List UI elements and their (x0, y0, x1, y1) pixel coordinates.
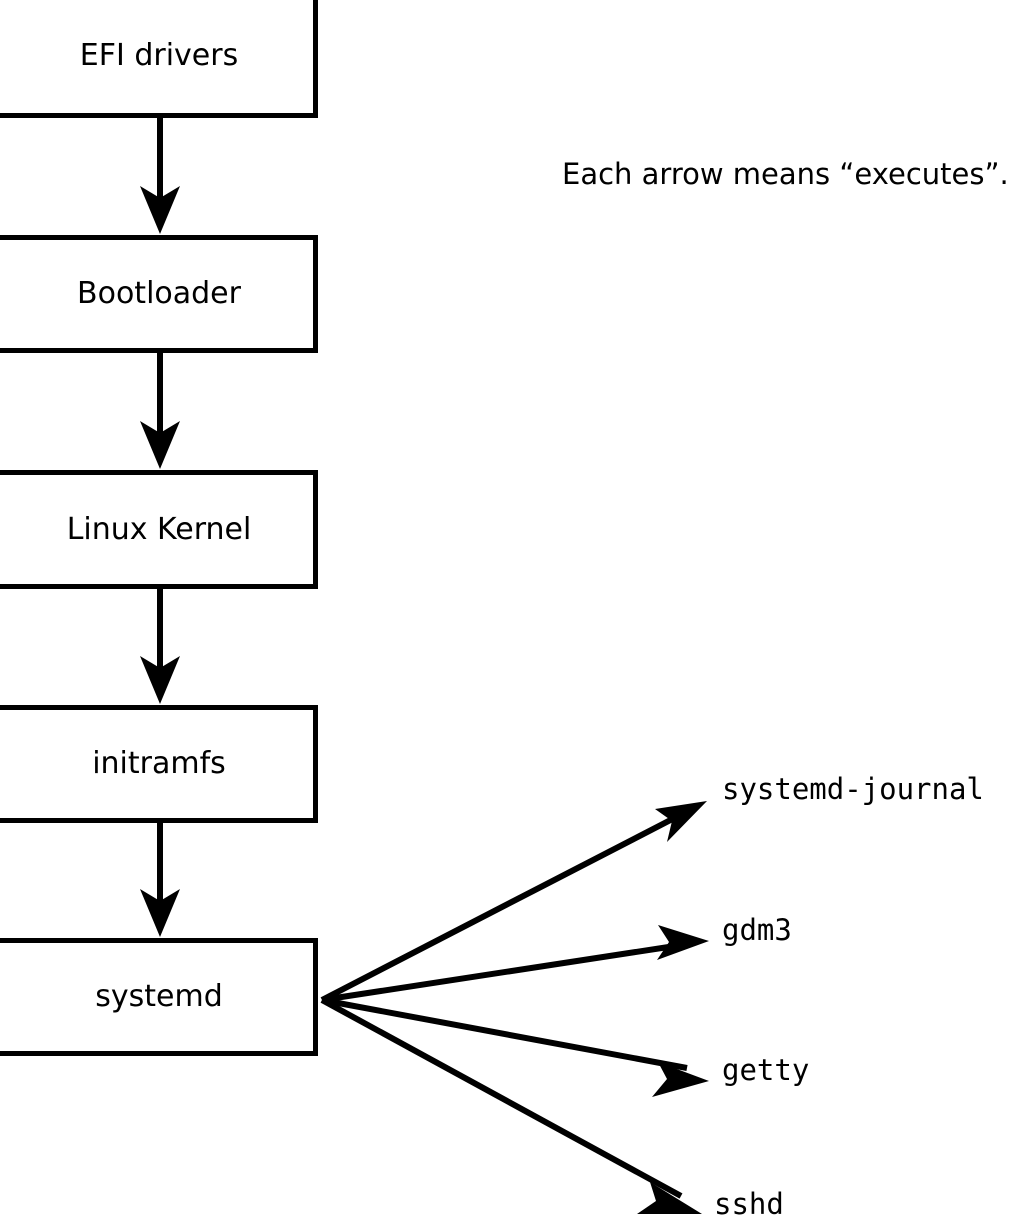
service-arrow-sshd (320, 997, 702, 1214)
service-label-getty: getty (722, 1053, 810, 1087)
node-label-systemd: systemd (95, 979, 223, 1014)
node-efi-drivers[interactable]: EFI drivers (0, 0, 318, 118)
service-label-gdm3: gdm3 (722, 913, 792, 947)
service-label-sshd: sshd (714, 1187, 784, 1221)
chain-arrow-efi-to-bootloader (140, 118, 180, 234)
service-arrow-systemd-journal (320, 801, 707, 1003)
node-label-bootloader: Bootloader (77, 276, 241, 311)
node-bootloader[interactable]: Bootloader (0, 235, 318, 353)
diagram-caption: Each arrow means “executes”. (562, 157, 1009, 191)
node-initramfs[interactable]: initramfs (0, 705, 318, 823)
node-linux-kernel[interactable]: Linux Kernel (0, 470, 318, 589)
node-label-efi-drivers: EFI drivers (79, 38, 239, 73)
service-arrow-getty (321, 997, 709, 1097)
chain-arrow-bootloader-to-kernel (140, 353, 180, 469)
node-label-linux-kernel: Linux Kernel (66, 511, 252, 547)
service-arrow-gdm3 (321, 925, 709, 1003)
chain-arrow-initramfs-to-systemd (140, 823, 180, 937)
node-systemd[interactable]: systemd (0, 938, 318, 1056)
chain-arrow-kernel-to-initramfs (140, 589, 180, 704)
node-label-initramfs: initramfs (92, 746, 226, 781)
service-label-systemd-journal: systemd-journal (722, 772, 984, 806)
